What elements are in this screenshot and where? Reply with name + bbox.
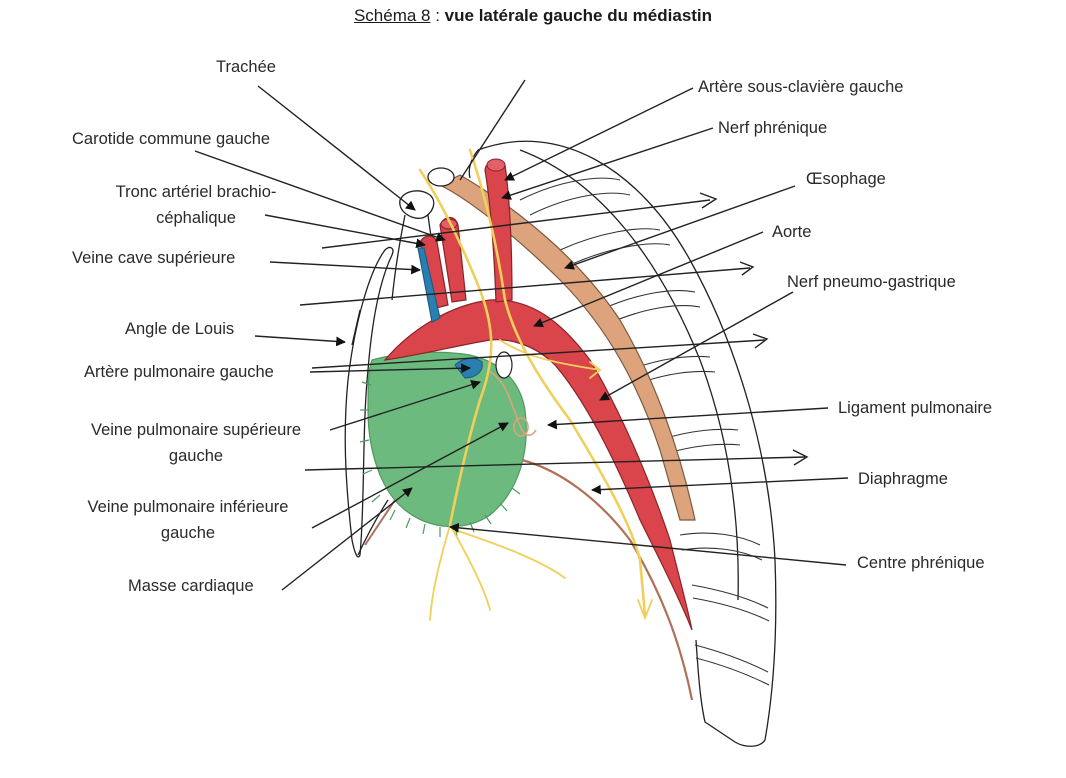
diagram-title: Schéma 8 : vue latérale gauche du médias… (0, 6, 1066, 26)
label-veine-pulmonaire-superieure-gauche: Veine pulmonaire supérieure gauche (66, 418, 326, 469)
leader-lines-left (194, 79, 806, 591)
label-nerf-phrenique: Nerf phrénique (718, 119, 828, 137)
label-angle-de-louis: Angle de Louis (125, 320, 235, 338)
label-artere-sous-claviere-gauche: Artère sous-clavière gauche (698, 78, 904, 96)
label-vp-inf-line1: Veine pulmonaire inférieure (87, 498, 289, 516)
heart-shape (359, 351, 527, 537)
subclavian-artery-shape (484, 158, 513, 303)
leader-lines-right (449, 87, 849, 566)
label-ligament-pulmonaire: Ligament pulmonaire (838, 399, 993, 417)
label-artere-pulmonaire-gauche: Artère pulmonaire gauche (84, 363, 274, 381)
label-vp-inf-line2: gauche (160, 523, 216, 542)
esophagus-shape (427, 167, 696, 521)
label-oesophage: Œsophage (806, 170, 886, 188)
label-diaphragme: Diaphragme (858, 470, 948, 488)
label-vp-sup-line1: Veine pulmonaire supérieure (90, 421, 302, 439)
label-centre-phrenique: Centre phrénique (857, 554, 985, 572)
label-veine-cave-superieure: Veine cave supérieure (72, 249, 236, 267)
title-separator: : (430, 6, 445, 25)
label-nerf-pneumo-gastrique: Nerf pneumo-gastrique (787, 273, 956, 291)
label-carotide-commune-gauche: Carotide commune gauche (72, 130, 271, 148)
title-prefix: Schéma 8 (353, 6, 431, 25)
label-vp-sup-line2: gauche (168, 446, 224, 465)
label-masse-cardiaque: Masse cardiaque (128, 577, 254, 595)
label-aorte: Aorte (772, 223, 812, 241)
label-trachee: Trachée (216, 58, 276, 76)
label-tronc-arteriel-brachiocephalique: Tronc artériel brachio- céphalique (96, 180, 296, 231)
nerves (418, 148, 653, 621)
label-tronc-line1: Tronc artériel brachio- (115, 183, 277, 201)
label-veine-pulmonaire-inferieure-gauche: Veine pulmonaire inférieure gauche (60, 495, 316, 546)
label-tronc-line2: céphalique (156, 208, 236, 227)
sternum (344, 246, 394, 558)
open-arrowheads (699, 192, 809, 466)
title-main: vue latérale gauche du médiastin (444, 6, 713, 25)
